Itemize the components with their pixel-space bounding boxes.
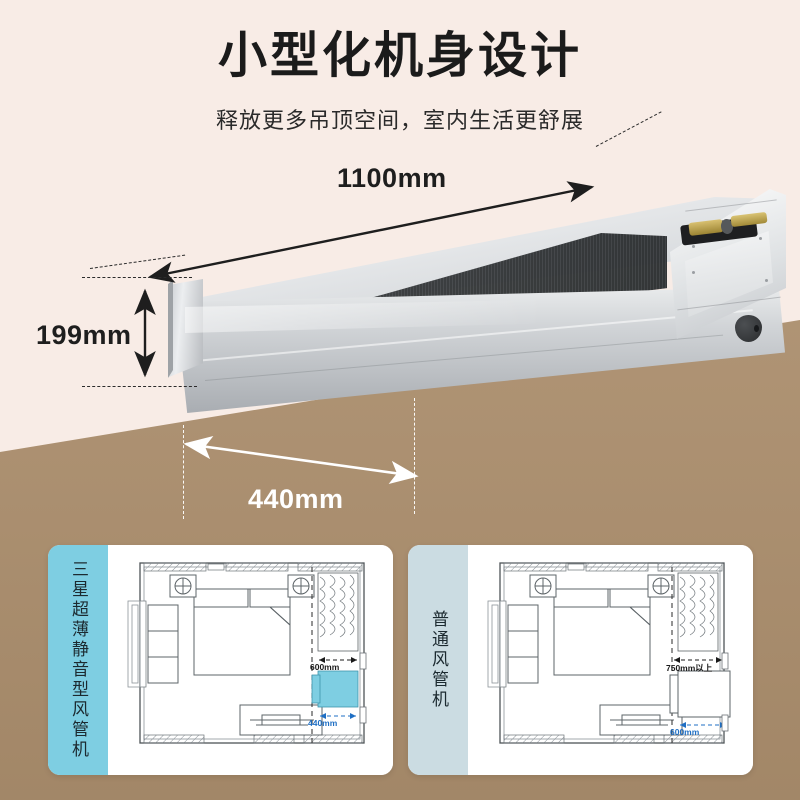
dimension-label-height: 199mm	[36, 320, 132, 350]
guide-line-height-top	[82, 277, 192, 278]
page-title: 小型化机身设计	[217, 29, 582, 83]
comparison-card-ordinary[interactable]: 普通风管机	[408, 545, 753, 775]
dimension-arrow-depth	[183, 435, 419, 485]
measurement-label-750mm-right: 750mm以上	[666, 663, 713, 673]
measurement-label-440mm-left: 440mm	[308, 718, 338, 728]
dimension-label-depth: 440mm	[248, 484, 344, 514]
floor-plan-samsung-slim	[122, 557, 380, 762]
unit-rivet-4	[765, 279, 768, 282]
card-tab-label: 三星超薄静音型风管机	[69, 560, 89, 760]
card-tab-ordinary: 普通风管机	[408, 545, 468, 775]
dimension-arrow-height	[134, 288, 156, 378]
unit-left-edge	[168, 280, 173, 378]
card-body-ordinary: 750mm以上 600mm	[468, 545, 753, 775]
floor-plan-ordinary	[482, 557, 740, 762]
comparison-card-samsung-slim[interactable]: 三星超薄静音型风管机	[48, 545, 393, 775]
unit-rivet-2	[692, 271, 695, 274]
measurement-label-600mm-right: 600mm	[670, 727, 700, 737]
card-tab-samsung-slim: 三星超薄静音型风管机	[48, 545, 108, 775]
drain-port-hole	[754, 325, 759, 332]
card-body-samsung-slim: 600mm 440mm	[108, 545, 393, 775]
unit-rivet-1	[692, 245, 695, 248]
measurement-label-600mm-left: 600mm	[310, 662, 340, 672]
unit-rivet-3	[759, 237, 762, 240]
dimension-arrow-length	[147, 181, 595, 283]
unit-left-endcap	[169, 279, 203, 377]
page-subtitle: 释放更多吊顶空间，室内生活更舒展	[215, 108, 584, 133]
card-tab-label: 普通风管机	[429, 610, 449, 710]
guide-line-height-bottom	[82, 386, 197, 387]
dimension-label-length: 1100mm	[337, 163, 447, 193]
